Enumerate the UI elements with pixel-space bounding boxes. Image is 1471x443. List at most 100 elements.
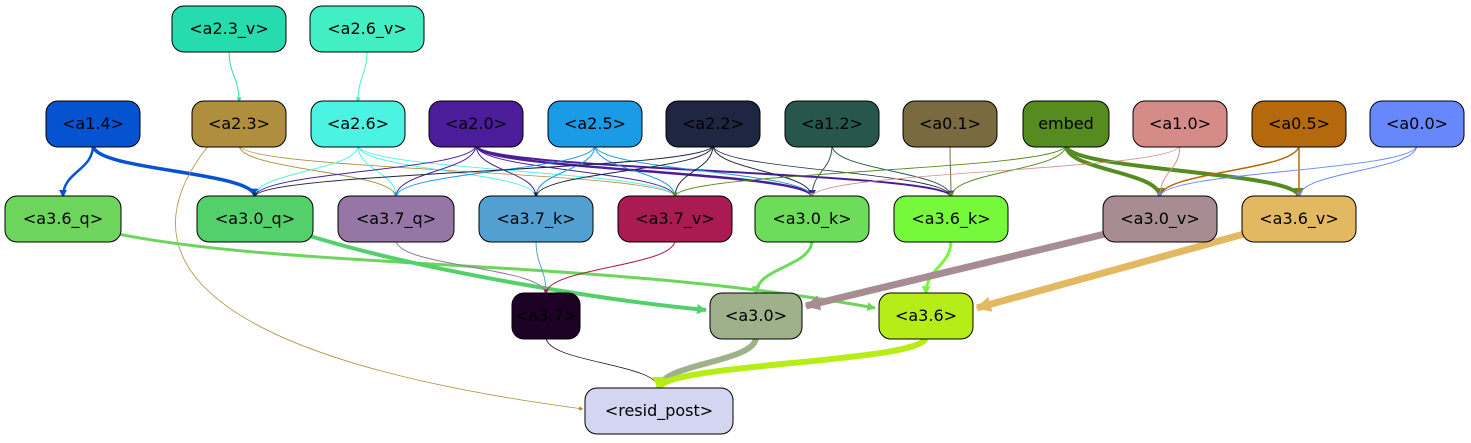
node-box [1022, 100, 1110, 148]
node-box [171, 5, 287, 53]
edge-a3_6_k-to-a3_6 [921, 239, 953, 295]
node-box [45, 100, 141, 148]
node-a3-0-q[interactable]: <a3.0_q> [196, 195, 314, 243]
edge-a2_0-to-a3_7_q [393, 144, 477, 198]
node-a3-7[interactable]: <a3.7> [511, 292, 581, 340]
node-box [754, 195, 870, 243]
edge-a2_6-to-a3_0_q [252, 144, 359, 198]
edge-a3_6_v-to-a3_6 [975, 230, 1245, 312]
edge-a1_4-to-a3_0_q [91, 144, 260, 198]
node-label: <resid_post> [605, 401, 713, 421]
edge-a0_0-to-a3_0_v [1157, 144, 1418, 198]
edge-a2_5-to-a3_0_k [594, 144, 815, 198]
graph-edges [59, 49, 1418, 411]
node-embed[interactable]: embed [1022, 100, 1110, 148]
edge-a1_0-to-a3_0_k [809, 144, 1181, 198]
node-a2-3[interactable]: <a2.3> [191, 100, 287, 148]
node-box [1369, 100, 1465, 148]
node-label: <a2.6> [327, 114, 389, 133]
node-box [893, 195, 1009, 243]
node-a2-6[interactable]: <a2.6> [310, 100, 406, 148]
node-box [428, 100, 524, 148]
edge-a2_0-to-a3_0_k [474, 144, 816, 198]
edge-a2_3-to-a3_7_q [238, 144, 399, 198]
edge-a2_6-to-a3_7_q [357, 144, 399, 198]
node-a3-0[interactable]: <a3.0> [709, 292, 803, 340]
node-a3-6[interactable]: <a3.6> [878, 292, 974, 340]
node-label: <a0.0> [1386, 114, 1448, 133]
node-label: <a2.0> [445, 114, 507, 133]
node-a1-4[interactable]: <a1.4> [45, 100, 141, 148]
node-label: <a3.6_v> [1259, 209, 1339, 229]
edge-embed-to-a3_6_v [1064, 144, 1304, 198]
edge-embed-to-a3_6_k [948, 144, 1067, 198]
node-a3-0-k[interactable]: <a3.0_k> [754, 195, 870, 243]
node-a0-5[interactable]: <a0.5> [1251, 100, 1347, 148]
node-box [191, 100, 287, 148]
edge-a2_0-to-a3_0_q [252, 144, 477, 198]
edge-a2_0-to-a3_7_k [475, 144, 539, 198]
node-label: <a3.6_q> [23, 209, 103, 229]
node-a3-7-k[interactable]: <a3.7_k> [478, 195, 594, 243]
node-label: <a1.4> [62, 114, 124, 133]
node-label: <a2.3_v> [189, 19, 269, 39]
node-label: <a0.1> [919, 114, 981, 133]
edge-a2_2-to-a3_0_k [712, 144, 815, 198]
node-a3-7-q[interactable]: <a3.7_q> [337, 195, 455, 243]
node-a3-0-v[interactable]: <a3.0_v> [1102, 195, 1218, 243]
node-label: <a0.5> [1268, 114, 1330, 133]
node-a3-6-k[interactable]: <a3.6_k> [893, 195, 1009, 243]
node-box [1102, 195, 1218, 243]
node-a2-5[interactable]: <a2.5> [547, 100, 643, 148]
node-label: <a3.7_v> [635, 209, 715, 229]
edge-a2_2-to-a3_6_k [712, 144, 954, 198]
node-a1-0[interactable]: <a1.0> [1132, 100, 1228, 148]
edge-a0_5-to-a3_0_v [1156, 144, 1300, 198]
edge-a3_6-to-resid_post [652, 335, 929, 391]
node-box [709, 292, 803, 340]
edge-a1_0-to-a3_0_v [1157, 144, 1181, 198]
node-box [902, 100, 998, 148]
node-label: <a2.5> [564, 114, 626, 133]
edge-a2_2-to-a3_0_q [252, 144, 714, 198]
node-box [617, 195, 733, 243]
node-label: <a3.6_k> [911, 209, 990, 229]
edge-a2_3-to-resid_post [175, 144, 584, 411]
node-box [511, 292, 581, 340]
node-label: <a1.0> [1149, 114, 1211, 133]
node-a3-6-v[interactable]: <a3.6_v> [1241, 195, 1357, 243]
node-a3-7-v[interactable]: <a3.7_v> [617, 195, 733, 243]
node-label: <a1.2> [801, 114, 863, 133]
node-box [1132, 100, 1228, 148]
node-a2-3-v[interactable]: <a2.3_v> [171, 5, 287, 53]
edge-a3_7_v-to-a3_7 [543, 239, 676, 295]
node-a2-0[interactable]: <a2.0> [428, 100, 524, 148]
edge-a1_4-to-a3_6_q [59, 144, 95, 198]
node-a1-2[interactable]: <a1.2> [784, 100, 880, 148]
edge-a3_7_k-to-a3_7 [535, 239, 549, 295]
node-box [1251, 100, 1347, 148]
node-a0-1[interactable]: <a0.1> [902, 100, 998, 148]
node-box [309, 5, 425, 53]
node-box [337, 195, 455, 243]
node-box [547, 100, 643, 148]
edge-embed-to-a3_7_v [672, 144, 1067, 198]
node-box [478, 195, 594, 243]
edge-a3_0_q-to-a3_0 [309, 234, 707, 315]
edge-a2_5-to-a3_7_q [393, 144, 596, 198]
edge-a2_0-to-a3_6_k [475, 144, 955, 198]
node-label: <a2.2> [682, 114, 744, 133]
edge-a2_2-to-a3_7_v [672, 144, 714, 198]
node-a3-6-q[interactable]: <a3.6_q> [4, 195, 122, 243]
node-label: <a3.0_q> [215, 209, 295, 229]
edge-a2_3-to-a3_7_v [238, 144, 678, 198]
node-box [878, 292, 974, 340]
node-a0-0[interactable]: <a0.0> [1369, 100, 1465, 148]
node-label: <a2.3> [208, 114, 270, 133]
edge-a2_2-to-a3_7_k [533, 144, 714, 198]
node-box [4, 195, 122, 243]
node-a2-2[interactable]: <a2.2> [665, 100, 761, 148]
node-resid-post[interactable]: <resid_post> [584, 387, 734, 435]
node-a2-6-v[interactable]: <a2.6_v> [309, 5, 425, 53]
edge-a1_2-to-a3_6_k [831, 144, 954, 198]
